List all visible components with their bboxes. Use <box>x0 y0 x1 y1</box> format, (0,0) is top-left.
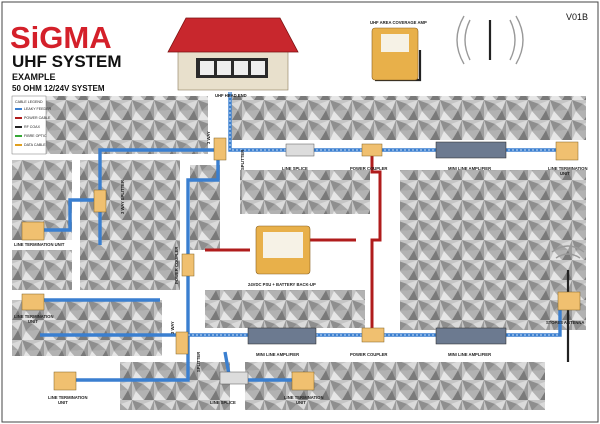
rock-tunnels <box>12 96 586 410</box>
label-psu: 24VDC PSU + BATTERY BACK-UP <box>248 282 316 287</box>
legend-item-label: RF COAX <box>24 125 41 129</box>
subtitle-system: 50 OHM 12/24V SYSTEM <box>12 84 105 93</box>
label-ltu-bottom-mid-unit: UNIT <box>296 400 306 405</box>
inline-devices <box>21 137 581 391</box>
label-ltu-left-2-unit: UNIT <box>28 319 38 324</box>
label-3way-top: 3 WAY <box>206 131 211 144</box>
label-coverage-amp: UHF AREA COVERAGE AMP <box>370 20 427 25</box>
label-splice-bottom: LINE SPLICE <box>210 400 236 405</box>
label-coupler-top: POWER COUPLER <box>350 166 387 171</box>
label-ltu-left-1: LINE TERMINATION UNIT <box>14 242 65 247</box>
label-splice-top: LINE SPLICE <box>282 166 308 171</box>
power-cables <box>205 150 382 330</box>
antenna-icon <box>456 15 585 259</box>
label-mla-top: MINI LINE AMPLIFIER <box>448 166 491 171</box>
brand-logo: SiGMA <box>10 20 112 55</box>
legend-item-label: LEAKY FEEDER <box>24 107 52 111</box>
label-mla-bottom: MINI LINE AMPLIFIER <box>256 352 299 357</box>
label-head-end: UHF HEAD END <box>215 93 247 98</box>
label-power-coupler-vertical: POWER COUPLER <box>174 247 179 284</box>
version-label: V01B <box>566 12 588 22</box>
label-mla-bottom-2: MINI LINE AMPLIFIER <box>448 352 491 357</box>
label-ltu-left-2: LINE TERMINATION <box>14 314 53 319</box>
coverage-amp <box>371 27 419 81</box>
label-ltu-bottom-left-unit: UNIT <box>58 400 68 405</box>
label-splitter-bottom: SPLITTER <box>196 352 201 372</box>
legend-item-label: POWER CABLE <box>24 116 51 120</box>
head-end-building <box>167 17 299 91</box>
label-coupler-bottom: POWER COUPLER <box>350 352 387 357</box>
label-splitter-top: SPLITTER <box>240 150 245 170</box>
label-3way-bottom: 3 WAY <box>170 321 175 334</box>
label-3way-left: 3 WAY SPLITTER <box>120 180 125 214</box>
label-ltu-top-right-unit: UNIT <box>560 171 570 176</box>
label-ltu-bottom-left: LINE TERMINATION <box>48 395 87 400</box>
label-stopes-antenna: STOPES ANTENNA <box>546 320 584 325</box>
psu-battery <box>255 225 311 275</box>
legend-item-label: FIBRE OPTIC <box>24 134 47 138</box>
page-title: UHF SYSTEM <box>12 52 122 71</box>
cable-legend: CABLE LEGEND LEAKY FEEDER POWER CABLE RF C… <box>11 95 52 155</box>
legend-heading: CABLE LEGEND <box>15 100 43 104</box>
legend-item-label: DATA CABLE <box>24 143 46 147</box>
label-ltu-top-right: LINE TERMINATION <box>548 166 587 171</box>
label-ltu-bottom-mid: LINE TERMINATION <box>284 395 323 400</box>
subtitle-example: EXAMPLE <box>12 72 56 82</box>
